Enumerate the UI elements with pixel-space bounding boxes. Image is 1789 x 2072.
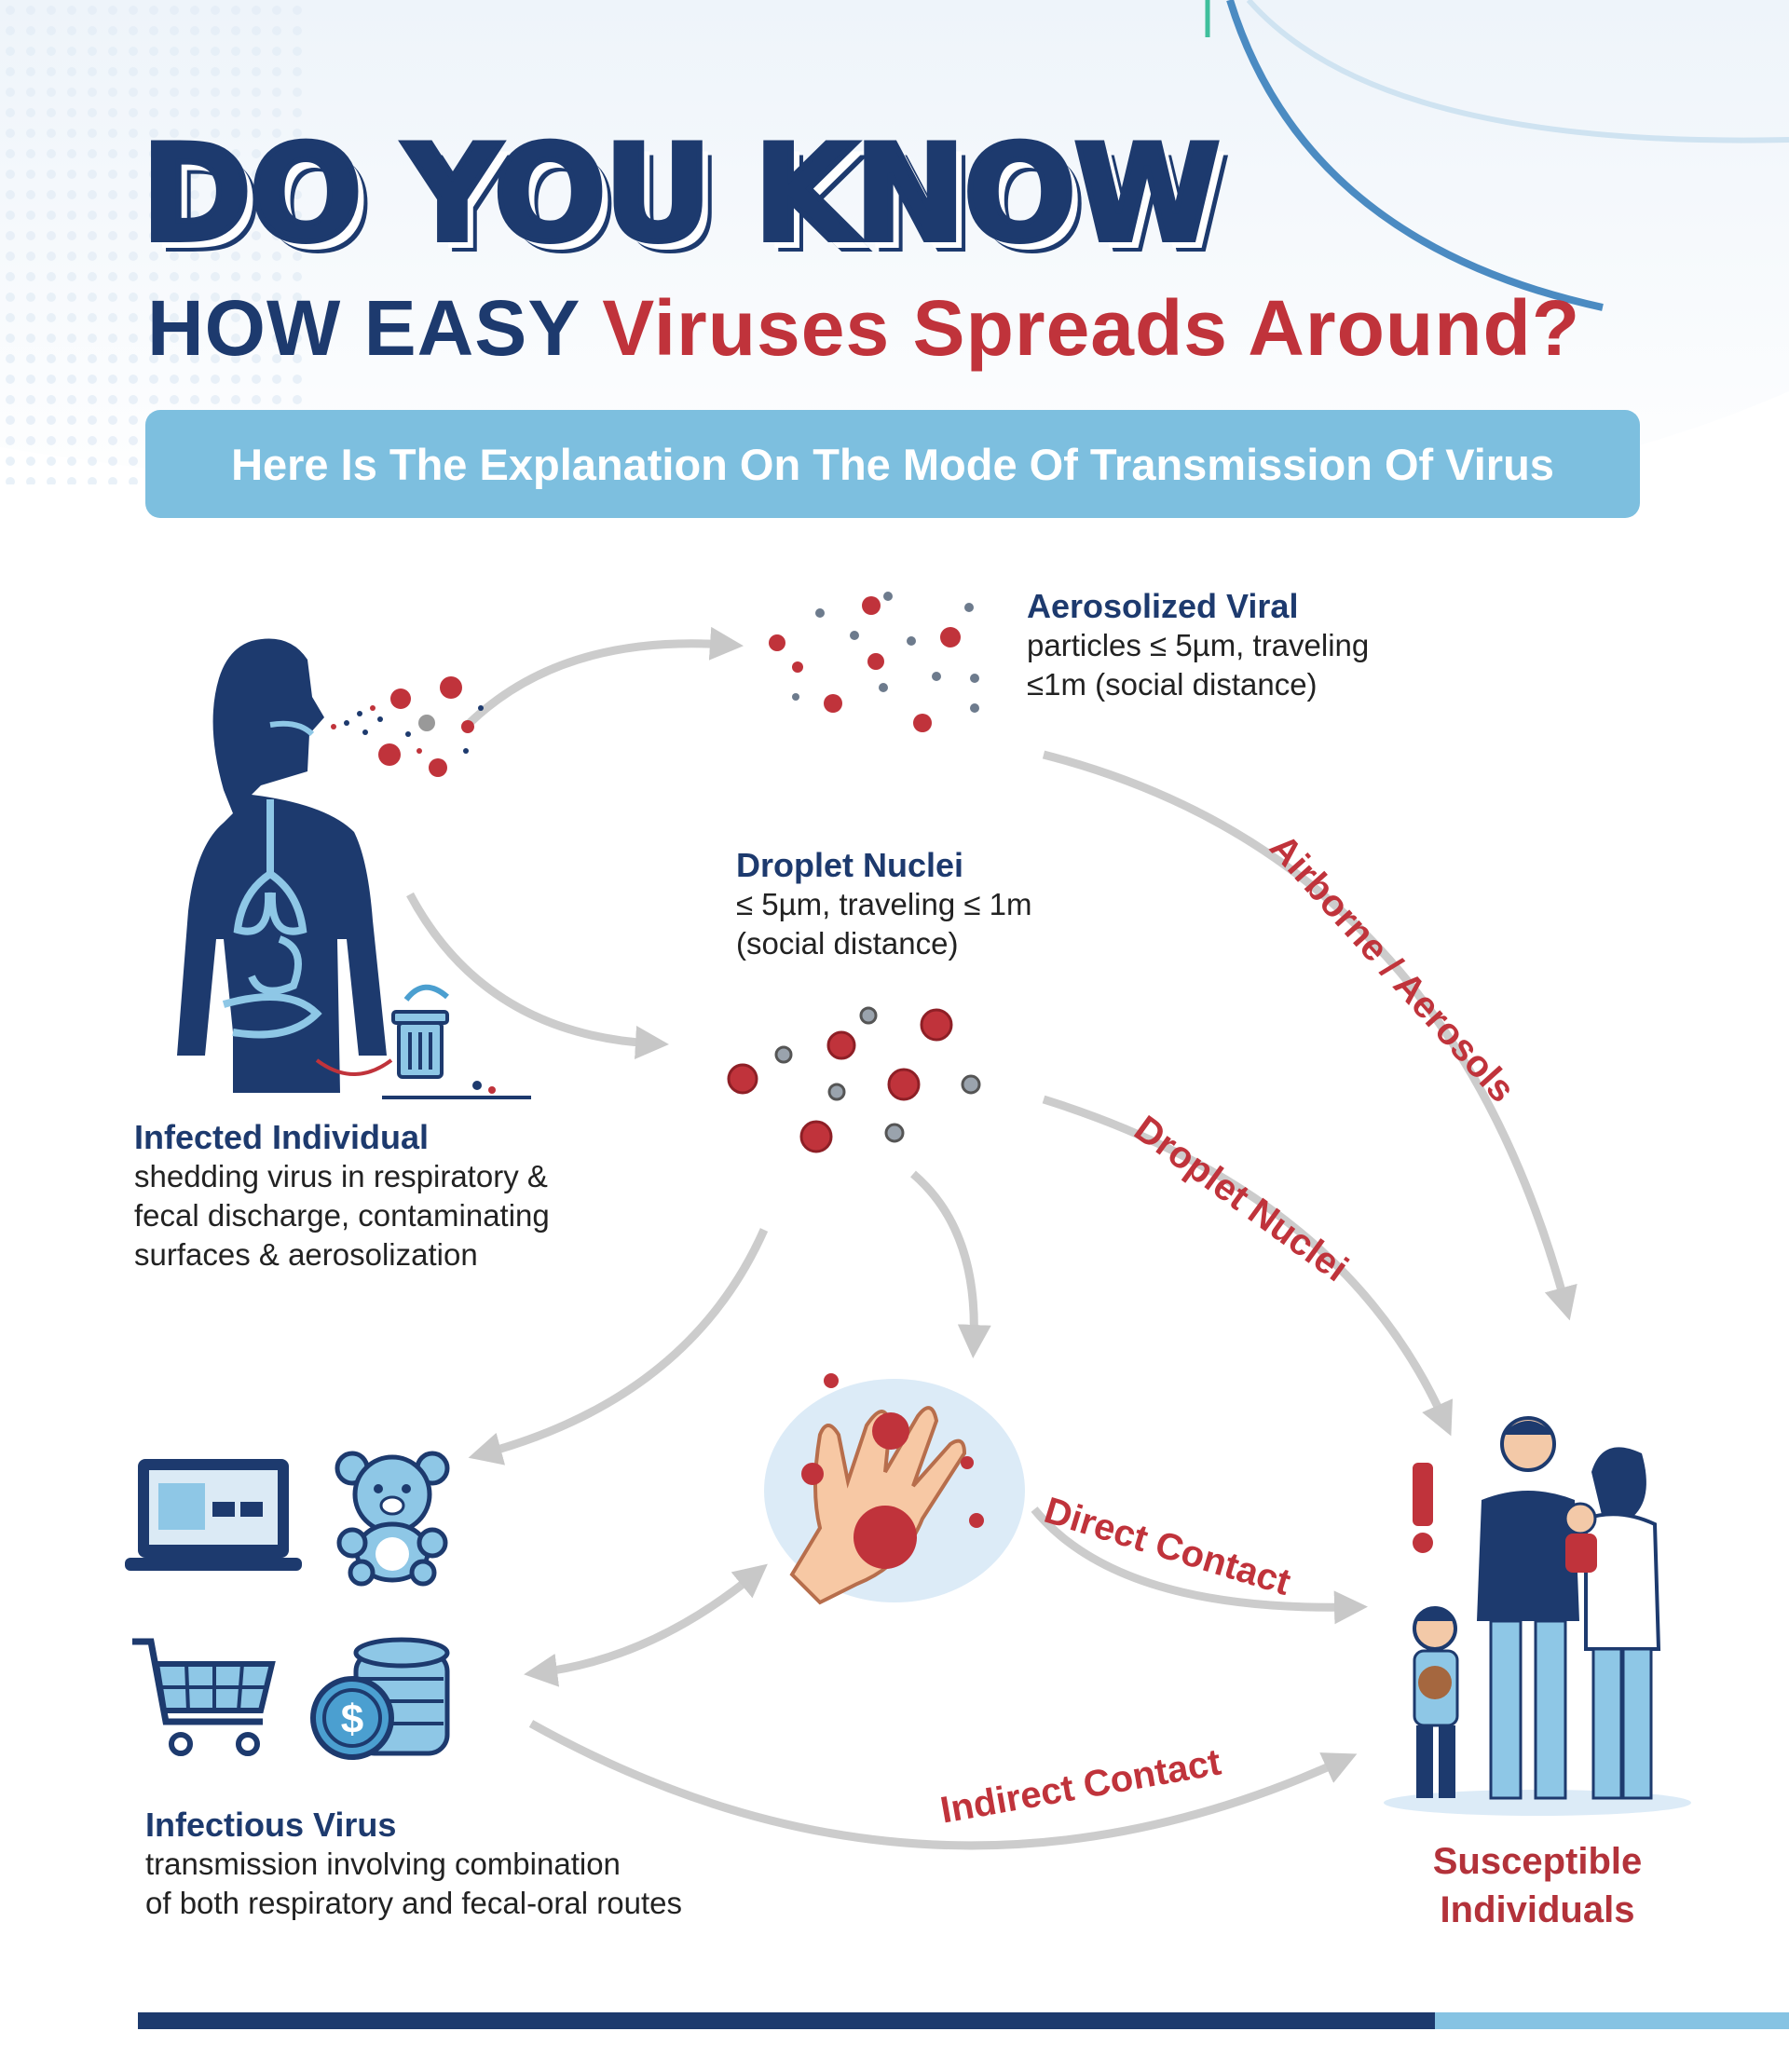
infectious-text: transmission involving combination of bo… bbox=[145, 1847, 682, 1920]
susceptible-title: Susceptible Individuals bbox=[1432, 1841, 1643, 1930]
svg-text:$: $ bbox=[341, 1697, 363, 1742]
footer-bar-dark bbox=[138, 2012, 1435, 2029]
aerosolized-text: particles ≤ 5µm, traveling ≤1m (social d… bbox=[1027, 628, 1370, 702]
hand-icon bbox=[764, 1373, 1025, 1605]
teddy-bear-icon bbox=[335, 1451, 450, 1587]
infected-text: shedding virus in respiratory & fecal di… bbox=[134, 1159, 550, 1272]
droplet-particles bbox=[727, 1006, 981, 1153]
aerosol-particles bbox=[769, 592, 979, 732]
infectious-title: Infectious Virus bbox=[145, 1806, 397, 1844]
background-wave bbox=[0, 0, 1789, 522]
exclamation-icon bbox=[1413, 1463, 1433, 1553]
explanation-banner: Here Is The Explanation On The Mode Of T… bbox=[145, 410, 1640, 518]
virus-icon bbox=[331, 676, 484, 777]
banner-text: Here Is The Explanation On The Mode Of T… bbox=[231, 439, 1554, 489]
title-line-2-red: Viruses Spreads Around? bbox=[602, 284, 1581, 372]
droplet-info: Droplet Nuclei ≤ 5µm, traveling ≤ 1m (so… bbox=[736, 846, 1137, 963]
footer-bar-light bbox=[1435, 2012, 1789, 2029]
human-body-icon bbox=[177, 638, 531, 1099]
infectious-info: Infectious Virus transmission involving … bbox=[145, 1806, 742, 1923]
trash-can-icon bbox=[315, 984, 531, 1099]
coins-icon: $ bbox=[310, 1637, 450, 1760]
aerosolized-title: Aerosolized Viral bbox=[1027, 587, 1299, 625]
droplet-text: ≤ 5µm, traveling ≤ 1m (social distance) bbox=[736, 887, 1032, 961]
droplet-title: Droplet Nuclei bbox=[736, 846, 964, 884]
title-line-1: DO YOU KNOW bbox=[139, 117, 1222, 271]
shopping-cart-icon bbox=[132, 1638, 276, 1756]
infected-info: Infected Individual shedding virus in re… bbox=[134, 1118, 619, 1275]
aerosolized-info: Aerosolized Viral particles ≤ 5µm, trave… bbox=[1027, 587, 1427, 704]
family-icon bbox=[1384, 1416, 1691, 1816]
infected-title: Infected Individual bbox=[134, 1118, 430, 1156]
title-line-2-dark: HOW EASY bbox=[147, 284, 580, 372]
laptop-icon bbox=[125, 1459, 302, 1571]
title-line-2: HOW EASY Viruses Spreads Around? bbox=[147, 289, 1580, 367]
